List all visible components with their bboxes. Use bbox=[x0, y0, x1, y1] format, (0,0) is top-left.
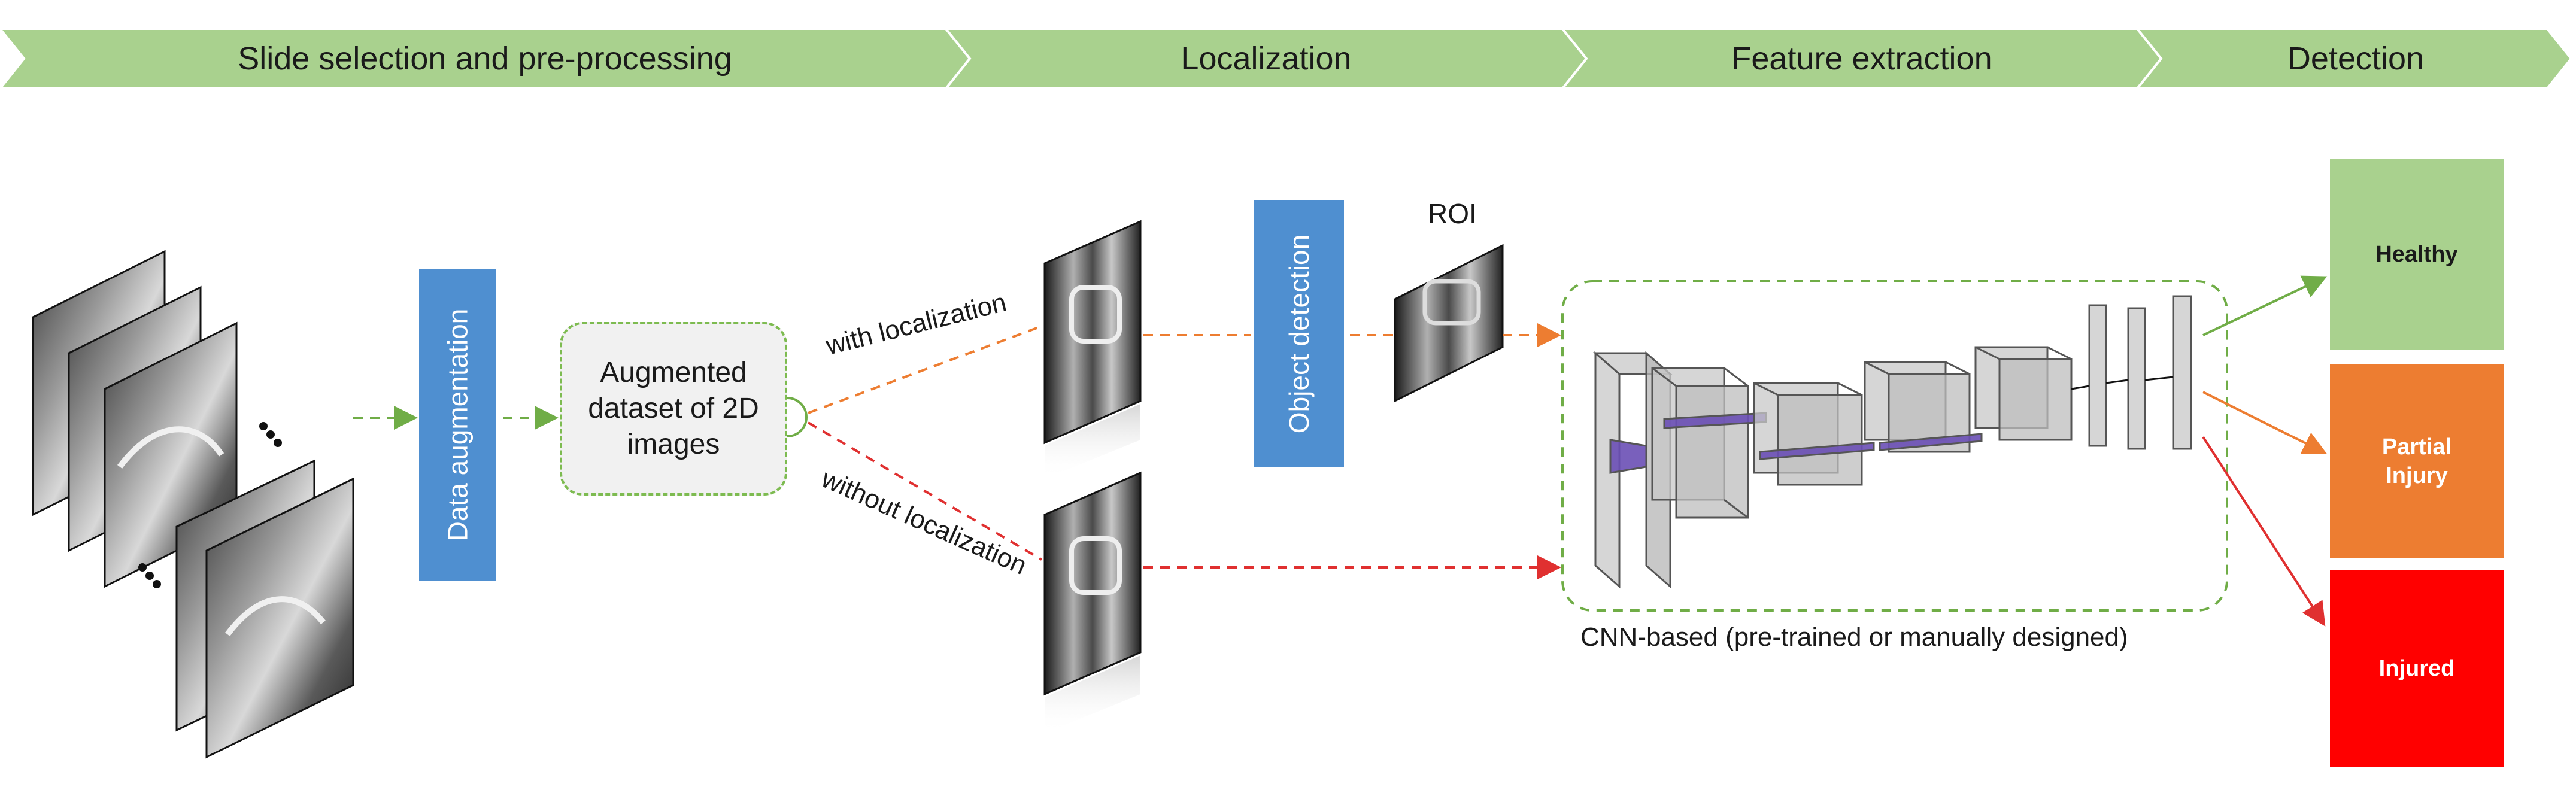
object-detection-label: Object detection bbox=[1284, 234, 1315, 433]
data-augmentation-label: Data augmentation bbox=[442, 308, 473, 542]
object-detection-box: Object detection bbox=[1254, 200, 1344, 467]
ellipsis-dot bbox=[138, 563, 147, 572]
stage-label-feature-extraction: Feature extraction bbox=[1731, 41, 1992, 77]
stage-banner bbox=[0, 28, 2573, 90]
mri-slice-stack bbox=[32, 250, 354, 759]
ellipsis-dot bbox=[153, 580, 161, 588]
arrow-with-localization bbox=[808, 325, 1042, 414]
output-partial-injury-label: Partial Injury bbox=[2381, 434, 2452, 488]
cnn-caption: CNN-based (pre-trained or manually desig… bbox=[1580, 622, 2128, 652]
branch-node bbox=[787, 397, 808, 437]
arrow-to-injured bbox=[2202, 436, 2326, 627]
stage-label-localization: Localization bbox=[1181, 41, 1352, 77]
data-augmentation-box: Data augmentation bbox=[419, 269, 496, 581]
output-healthy-label: Healthy bbox=[2375, 242, 2458, 267]
arrow-without-localization bbox=[807, 421, 1043, 561]
ellipsis-dot bbox=[145, 572, 154, 580]
arrow-to-partial-injury bbox=[2202, 391, 2328, 454]
cnn-architecture bbox=[1593, 295, 2192, 589]
output-partial-injury: Partial Injury bbox=[2330, 364, 2504, 558]
ellipsis-dot bbox=[274, 439, 282, 447]
roi-label: ROI bbox=[1428, 198, 1477, 229]
output-healthy: Healthy bbox=[2330, 159, 2504, 350]
output-injured: Injured bbox=[2330, 570, 2504, 767]
stage-label-detection: Detection bbox=[2287, 41, 2425, 77]
augmented-dataset-box: Augmented dataset of 2D images bbox=[560, 322, 787, 496]
mri-image-with-localization bbox=[1043, 220, 1142, 479]
ellipsis-dot bbox=[259, 422, 268, 430]
arrow-to-healthy bbox=[2202, 275, 2328, 336]
stage-chevron-4 bbox=[2134, 28, 2573, 90]
stage-label-preprocessing: Slide selection and pre-processing bbox=[238, 41, 732, 77]
ellipsis-dot bbox=[266, 430, 275, 439]
output-injured-label: Injured bbox=[2378, 656, 2455, 681]
mri-image-without-localization bbox=[1043, 471, 1142, 733]
mri-slice bbox=[205, 477, 354, 759]
roi-image bbox=[1394, 244, 1504, 403]
cnn-container bbox=[1561, 280, 2228, 612]
